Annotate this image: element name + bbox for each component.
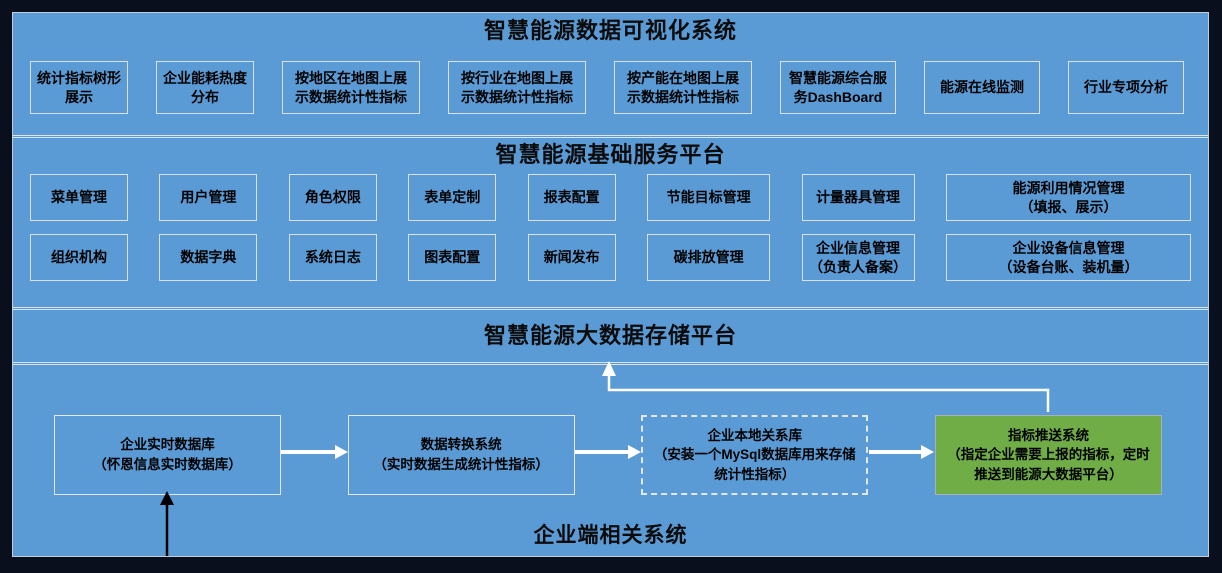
enterprise-flow-row: 企业实时数据库 （怀恩信息实时数据库） 数据转换系统 （实时数据生成统计性指标）… — [54, 415, 1162, 495]
section-title-storage-platform: 智慧能源大数据存储平台 — [483, 322, 737, 348]
base-box-carbon-emission: 碳排放管理 — [647, 234, 771, 282]
section-title-visualization: 智慧能源数据可视化系统 — [483, 18, 737, 43]
box-label: 系统日志 — [304, 249, 361, 266]
box-label: 节能目标管理 — [666, 189, 751, 206]
viz-box-online-monitoring: 能源在线监测 — [924, 61, 1040, 115]
base-box-energy-target: 节能目标管理 — [647, 174, 771, 222]
box-label: 报表配置 — [543, 189, 600, 206]
section-title-enterprise: 企业端相关系统 — [533, 524, 688, 547]
base-box-chart-config: 图表配置 — [408, 234, 497, 282]
base-box-company-info: 企业信息管理 （负责人备案） — [801, 234, 915, 282]
box-label: 菜单管理 — [51, 189, 107, 206]
box-label: 行业专项分析 — [1084, 79, 1168, 96]
section-enterprise: 企业实时数据库 （怀恩信息实时数据库） 数据转换系统 （实时数据生成统计性指标）… — [13, 362, 1208, 556]
section-visualization: 智慧能源数据可视化系统 统计指标树形 展示 企业能耗热度 分布 按地区在地图上展… — [13, 13, 1208, 135]
box-label: 新闻发布 — [543, 249, 600, 266]
flow-box-realtime-database: 企业实时数据库 （怀恩信息实时数据库） — [54, 415, 281, 495]
base-platform-row-2: 组织机构 数据字典 系统日志 图表配置 新闻发布 碳排放管理 企业信息管理 （负… — [30, 234, 1191, 282]
box-label: 企业能耗热度 分布 — [163, 70, 247, 105]
box-label: 数据转换系统 （实时数据生成统计性指标） — [373, 437, 549, 472]
box-label: 能源在线监测 — [940, 79, 1024, 96]
base-box-user-management: 用户管理 — [159, 174, 258, 222]
viz-box-map-by-industry: 按行业在地图上展 示数据统计性指标 — [448, 61, 586, 115]
base-box-role-permissions: 角色权限 — [288, 174, 377, 222]
base-box-report-config: 报表配置 — [527, 174, 616, 222]
viz-box-map-by-capacity: 按产能在地图上展 示数据统计性指标 — [614, 61, 752, 115]
box-label: 企业本地关系库 （安装一个MySql数据库用来存储 统计性指标） — [653, 427, 856, 482]
box-label: 智慧能源综合服 务DashBoard — [789, 70, 887, 105]
box-label: 用户管理 — [180, 189, 237, 206]
box-label: 能源利用情况管理 （填报、展示） — [1012, 180, 1125, 215]
box-label: 数据字典 — [180, 249, 237, 266]
box-label: 统计指标树形 展示 — [37, 70, 121, 105]
base-box-meter-management: 计量器具管理 — [801, 174, 915, 222]
base-box-news-publish: 新闻发布 — [527, 234, 616, 282]
viz-box-map-by-region: 按地区在地图上展 示数据统计性指标 — [282, 61, 420, 115]
box-label: 碳排放管理 — [673, 249, 744, 266]
section-base-platform: 智慧能源基础服务平台 菜单管理 用户管理 角色权限 表单定制 报表配置 节能目标… — [13, 135, 1208, 307]
box-label: 企业设备信息管理 （设备台账、装机量） — [998, 240, 1139, 275]
flow-box-local-database: 企业本地关系库 （安装一个MySql数据库用来存储 统计性指标） — [641, 415, 869, 495]
viz-box-energy-heatmap: 企业能耗热度 分布 — [156, 61, 254, 115]
base-box-form-customize: 表单定制 — [408, 174, 497, 222]
base-box-menu-management: 菜单管理 — [30, 174, 128, 222]
box-label: 指标推送系统 （指定企业需要上报的指标，定时 推送到能源大数据平台） — [947, 427, 1150, 482]
viz-box-industry-analysis: 行业专项分析 — [1068, 61, 1184, 115]
box-label: 图表配置 — [424, 249, 481, 266]
box-label: 表单定制 — [424, 189, 481, 206]
base-box-energy-usage-mgmt: 能源利用情况管理 （填报、展示） — [945, 174, 1191, 222]
flow-box-indicator-push: 指标推送系统 （指定企业需要上报的指标，定时 推送到能源大数据平台） — [934, 415, 1162, 495]
base-box-system-log: 系统日志 — [288, 234, 377, 282]
architecture-panel: 智慧能源数据可视化系统 统计指标树形 展示 企业能耗热度 分布 按地区在地图上展… — [12, 12, 1209, 557]
section-storage-platform: 智慧能源大数据存储平台 — [13, 307, 1208, 362]
viz-box-dashboard: 智慧能源综合服 务DashBoard — [780, 61, 896, 115]
base-box-organization: 组织机构 — [30, 234, 128, 282]
box-label: 按地区在地图上展 示数据统计性指标 — [295, 70, 407, 105]
box-label: 按产能在地图上展 示数据统计性指标 — [627, 70, 739, 105]
visualization-box-row: 统计指标树形 展示 企业能耗热度 分布 按地区在地图上展 示数据统计性指标 按行… — [30, 61, 1184, 115]
flow-box-data-transform: 数据转换系统 （实时数据生成统计性指标） — [347, 415, 575, 495]
box-label: 企业实时数据库 （怀恩信息实时数据库） — [93, 437, 242, 472]
base-platform-row-1: 菜单管理 用户管理 角色权限 表单定制 报表配置 节能目标管理 计量器具管理 能… — [30, 174, 1191, 222]
base-box-data-dictionary: 数据字典 — [159, 234, 258, 282]
box-label: 角色权限 — [304, 189, 361, 206]
viz-box-indicator-tree: 统计指标树形 展示 — [30, 61, 128, 115]
box-label: 企业信息管理 （负责人备案） — [809, 240, 908, 275]
base-box-equipment-info: 企业设备信息管理 （设备台账、装机量） — [945, 234, 1191, 282]
box-label: 组织机构 — [51, 249, 107, 266]
box-label: 计量器具管理 — [816, 189, 901, 206]
section-title-base-platform: 智慧能源基础服务平台 — [495, 142, 726, 167]
box-label: 按行业在地图上展 示数据统计性指标 — [461, 70, 573, 105]
